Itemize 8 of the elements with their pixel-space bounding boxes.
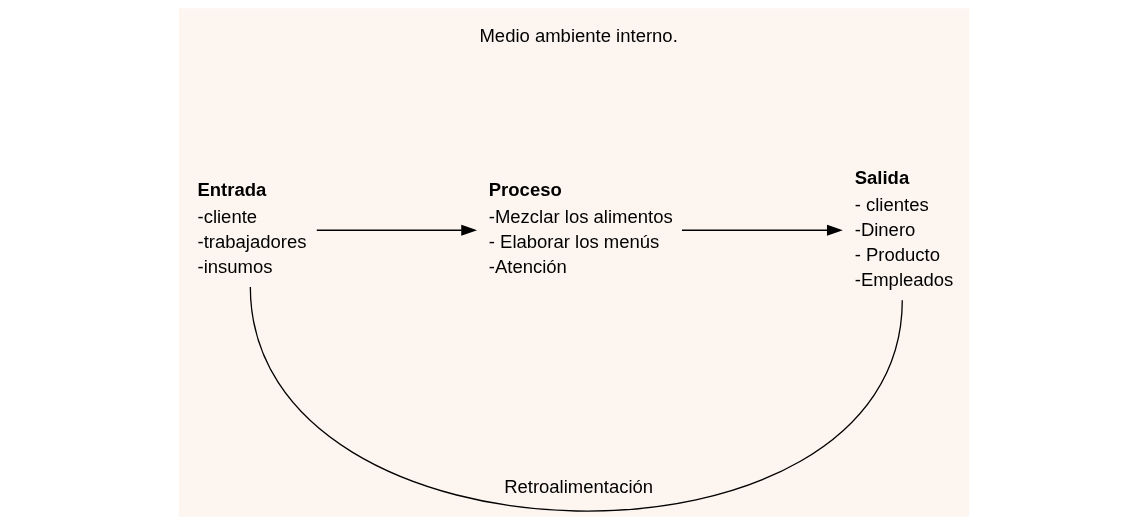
label: Medio ambiente interno. — [478, 25, 678, 47]
node-text: Entrada -cliente -trabajadores -insumos — [196, 179, 306, 277]
edge-label: Retroalimentación — [503, 476, 653, 498]
node-text: Proceso -Mezclar los alimentos - Elaborar los menús -Atención — [488, 179, 673, 277]
arrow — [315, 224, 477, 236]
arrow — [680, 224, 843, 236]
connector — [249, 286, 903, 512]
node-text: Salida - clientes -Dinero - Producto -Empleados — [854, 167, 953, 290]
